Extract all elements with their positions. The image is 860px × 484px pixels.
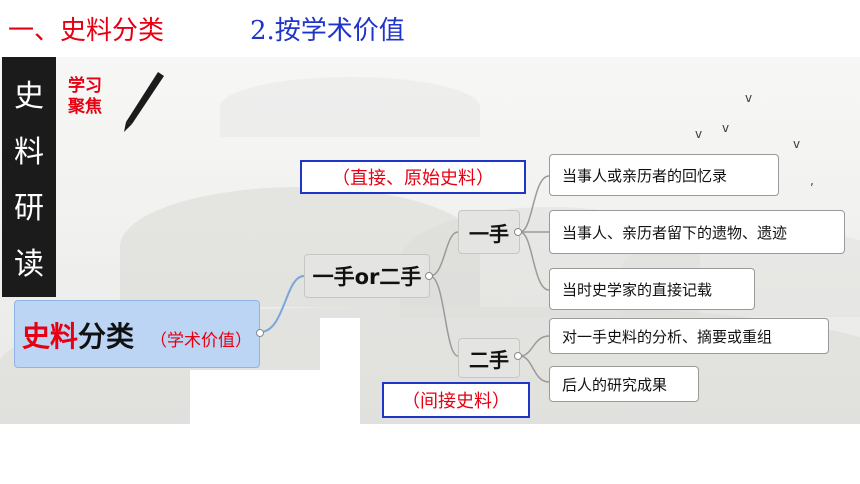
second-hand-item: 对一手史料的分析、摘要或重组 (549, 318, 829, 354)
first-hand-annotation: （直接、原始史料） (300, 160, 526, 194)
bird-icon: v (745, 91, 753, 105)
first-hand-item: 当时史学家的直接记载 (549, 268, 755, 310)
section-title: 一、史料分类 (8, 16, 165, 46)
collapse-toggle[interactable] (256, 329, 264, 337)
bird-icon: v (793, 137, 801, 151)
bird-icon: v (695, 127, 703, 141)
blank-area (190, 370, 320, 424)
collapse-toggle[interactable] (425, 272, 433, 280)
first-hand-item: 当事人、亲历者留下的遗物、遗迹 (549, 210, 845, 254)
vertical-title-char: 史 (14, 79, 44, 114)
blank-area (320, 318, 360, 424)
vertical-title-char: 研 (14, 191, 44, 226)
vertical-title: 史 料 研 读 (2, 57, 56, 297)
vertical-title-char: 读 (14, 247, 44, 282)
second-hand-annotation: （间接史料） (382, 382, 530, 418)
blank-area (0, 424, 860, 484)
second-hand-item: 后人的研究成果 (549, 366, 699, 402)
vertical-title-char: 料 (14, 135, 44, 170)
root-title: 史料分类 (22, 320, 135, 353)
first-hand-node: 一手 (458, 210, 520, 254)
second-hand-node: 二手 (458, 338, 520, 378)
bird-icon: ʼ (810, 181, 814, 195)
collapse-toggle[interactable] (514, 228, 522, 236)
first-hand-item: 当事人或亲历者的回忆录 (549, 154, 779, 196)
root-subtitle: （学术价值） (150, 331, 252, 351)
collapse-toggle[interactable] (514, 352, 522, 360)
focus-label: 学习 聚焦 (68, 76, 102, 117)
brush-icon (124, 72, 164, 132)
bird-icon: v (722, 121, 730, 135)
branch-node: 一手or二手 (304, 254, 430, 298)
subsection-title: 2.按学术价值 (250, 16, 405, 46)
root-node (14, 300, 260, 368)
